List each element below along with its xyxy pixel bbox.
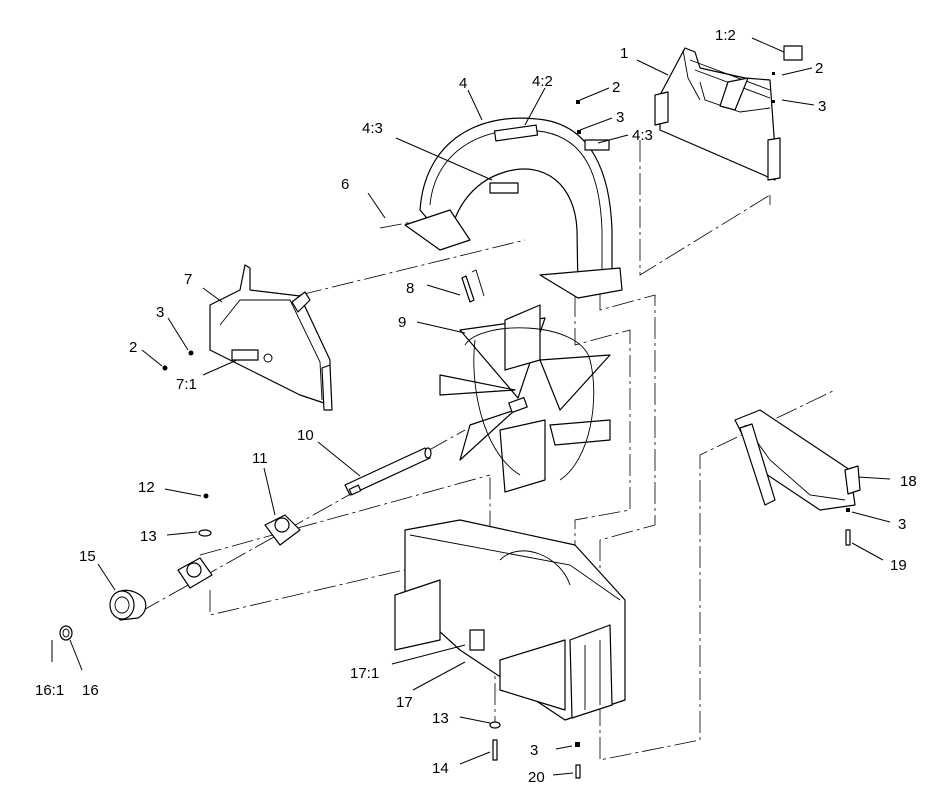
callout-4-2: 4:2 xyxy=(532,73,553,90)
callout-19: 19 xyxy=(890,557,907,574)
callout-4: 4 xyxy=(459,75,467,92)
callout-18: 18 xyxy=(900,473,917,490)
part-15-pulley xyxy=(59,589,147,641)
callout-6: 6 xyxy=(341,176,349,193)
callout-2-left: 2 xyxy=(129,339,137,356)
callout-3-mid: 3 xyxy=(616,109,624,126)
callout-14: 14 xyxy=(432,760,449,777)
callout-labels: 1 1:2 2 3 2 3 4:3 4 4:2 4:3 6 7 3 2 7:1 … xyxy=(35,27,917,786)
phantom-lines xyxy=(139,140,836,761)
callout-9: 9 xyxy=(398,314,406,331)
callout-4-3-left: 4:3 xyxy=(362,120,383,137)
part-9-impeller xyxy=(439,269,611,493)
callout-2-top: 2 xyxy=(815,60,823,77)
part-10-shaft xyxy=(344,447,432,496)
callout-2-mid: 2 xyxy=(612,79,620,96)
callout-3-top: 3 xyxy=(818,98,826,115)
part-17-frame xyxy=(394,519,626,779)
callout-12: 12 xyxy=(138,479,155,496)
callout-10: 10 xyxy=(297,427,314,444)
part-1-deflector xyxy=(654,45,803,181)
leader-lines xyxy=(51,37,891,776)
callout-13-bottom: 13 xyxy=(432,710,449,727)
callout-3-bottom: 3 xyxy=(530,742,538,759)
callout-20: 20 xyxy=(528,769,545,786)
callout-15: 15 xyxy=(79,548,96,565)
callout-4-3-right: 4:3 xyxy=(632,127,653,144)
callout-1-2: 1:2 xyxy=(715,27,736,44)
callout-16: 16 xyxy=(82,682,99,699)
callout-16-1: 16:1 xyxy=(35,682,64,699)
callout-13-left: 13 xyxy=(140,528,157,545)
callout-7-1: 7:1 xyxy=(176,376,197,393)
part-4-fan-housing xyxy=(404,100,623,299)
callout-8: 8 xyxy=(406,280,414,297)
callout-17: 17 xyxy=(396,694,413,711)
callout-1: 1 xyxy=(620,45,628,62)
part-7-side-panel xyxy=(162,264,333,411)
callout-3-right: 3 xyxy=(898,516,906,533)
part-11-bearings xyxy=(177,493,301,589)
callout-17-1: 17:1 xyxy=(350,665,379,682)
callout-11: 11 xyxy=(252,450,268,467)
callout-3-left: 3 xyxy=(156,304,164,321)
callout-7: 7 xyxy=(184,271,192,288)
part-18-deflector xyxy=(734,409,861,546)
